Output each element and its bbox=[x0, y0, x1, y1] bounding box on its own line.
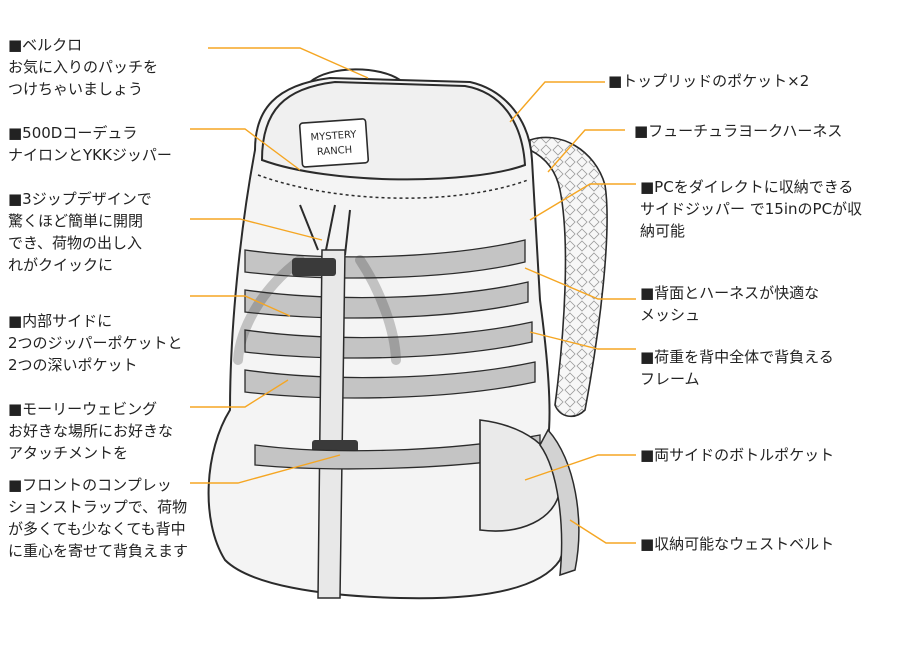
leader-waist bbox=[569, 519, 636, 544]
callout-strap-line-4: に重心を寄せて背負えます bbox=[8, 542, 189, 560]
callout-3zip-line-3: でき、荷物の出し入 bbox=[8, 234, 142, 252]
callout-strap-line-1: ■フロントのコンプレッ bbox=[8, 476, 172, 494]
leader-velcro bbox=[208, 47, 369, 79]
callout-velcro: ■ベルクロ お気に入りのパッチを つけちゃいましょう bbox=[8, 34, 158, 100]
callout-velcro-line-1: ■ベルクロ bbox=[8, 36, 83, 54]
logo-text-top: MYSTERY bbox=[310, 129, 357, 143]
callout-3zip-line-4: れがクイックに bbox=[8, 256, 114, 274]
callout-waist: ■収納可能なウェストベルト bbox=[640, 533, 834, 555]
leader-strap bbox=[190, 454, 341, 484]
callout-inner-line-1: ■内部サイドに bbox=[8, 312, 113, 330]
callout-3zip: ■3ジップデザインで 驚くほど簡単に開閉 でき、荷物の出し入 れがクイックに bbox=[8, 188, 152, 276]
callout-molle-line-1: ■モーリーウェビング bbox=[8, 400, 158, 418]
center-strap bbox=[317, 249, 346, 599]
leader-3zip bbox=[190, 218, 323, 241]
leader-molle bbox=[190, 379, 289, 408]
leader-mesh bbox=[524, 267, 636, 300]
leader-harness bbox=[547, 129, 625, 173]
callout-toplid: ■トップリッドのポケット×2 bbox=[608, 70, 809, 92]
callout-3zip-line-1: ■3ジップデザインで bbox=[8, 190, 152, 208]
callout-strap: ■フロントのコンプレッ ションストラップで、荷物 が多くても少なくても背中 に重… bbox=[8, 474, 188, 562]
callout-bottle: ■両サイドのボトルポケット bbox=[640, 444, 834, 466]
callout-nylon: ■500Dコーデュラ ナイロンとYKKジッパー bbox=[8, 122, 172, 166]
leader-frame bbox=[529, 331, 636, 350]
compression-strap-left bbox=[233, 255, 305, 365]
callout-molle-line-2: お好きな場所にお好きな bbox=[8, 422, 174, 440]
zipper-pulls bbox=[299, 204, 351, 256]
callout-toplid-line-1: ■トップリッドのポケット×2 bbox=[608, 72, 810, 90]
leader-bottle bbox=[524, 454, 636, 481]
callout-pc-line-3: 納可能 bbox=[640, 222, 686, 240]
callout-harness-line-1: ■フューチュラヨークハーネス bbox=[634, 122, 843, 140]
callout-nylon-line-2: ナイロンとYKKジッパー bbox=[8, 146, 172, 164]
leader-inner bbox=[190, 295, 291, 317]
leader-nylon bbox=[190, 128, 301, 171]
callout-pc: ■PCをダイレクトに収納できる サイドジッパー で15inのPCが収 納可能 bbox=[640, 176, 862, 242]
callout-mesh-line-2: メッシュ bbox=[640, 306, 701, 324]
compression-strap-right bbox=[355, 255, 401, 365]
callout-pc-line-1: ■PCをダイレクトに収納できる bbox=[640, 178, 854, 196]
callout-strap-line-2: ションストラップで、荷物 bbox=[8, 498, 188, 516]
callout-mesh-line-1: ■背面とハーネスが快適な bbox=[640, 284, 820, 302]
buckle-top bbox=[292, 258, 336, 276]
callout-waist-line-1: ■収納可能なウェストベルト bbox=[640, 535, 835, 553]
callout-molle: ■モーリーウェビング お好きな場所にお好きな アタッチメントを bbox=[8, 398, 173, 464]
callout-inner-line-3: 2つの深いポケット bbox=[8, 356, 138, 374]
callout-frame: ■荷重を背中全体で背負える フレーム bbox=[640, 346, 834, 390]
callout-bottle-line-1: ■両サイドのボトルポケット bbox=[640, 446, 835, 464]
callout-strap-line-3: が多くても少なくても背中 bbox=[8, 520, 186, 538]
callout-nylon-line-1: ■500Dコーデュラ bbox=[8, 124, 138, 142]
callout-frame-line-2: フレーム bbox=[640, 370, 700, 388]
logo-text-bottom: RANCH bbox=[317, 145, 353, 158]
leader-pc bbox=[529, 183, 636, 221]
lid-top-handle bbox=[309, 68, 401, 83]
leader-toplid bbox=[509, 81, 605, 123]
callout-pc-line-2: サイドジッパー で15inのPCが収 bbox=[640, 200, 863, 218]
callout-velcro-line-2: お気に入りのパッチを bbox=[8, 58, 159, 76]
leader-lines bbox=[190, 47, 636, 544]
callout-frame-line-1: ■荷重を背中全体で背負える bbox=[640, 348, 834, 366]
callout-3zip-line-2: 驚くほど簡単に開閉 bbox=[8, 212, 144, 230]
callout-mesh: ■背面とハーネスが快適な メッシュ bbox=[640, 282, 819, 326]
callout-inner: ■内部サイドに 2つのジッパーポケットと 2つの深いポケット bbox=[8, 310, 183, 376]
callout-inner-line-2: 2つのジッパーポケットと bbox=[8, 334, 183, 352]
callout-velcro-line-3: つけちゃいましょう bbox=[8, 80, 144, 98]
callout-molle-line-3: アタッチメントを bbox=[8, 444, 129, 462]
callout-harness: ■フューチュラヨークハーネス bbox=[634, 120, 842, 142]
brand-logo-patch: MYSTERY RANCH bbox=[298, 118, 370, 168]
